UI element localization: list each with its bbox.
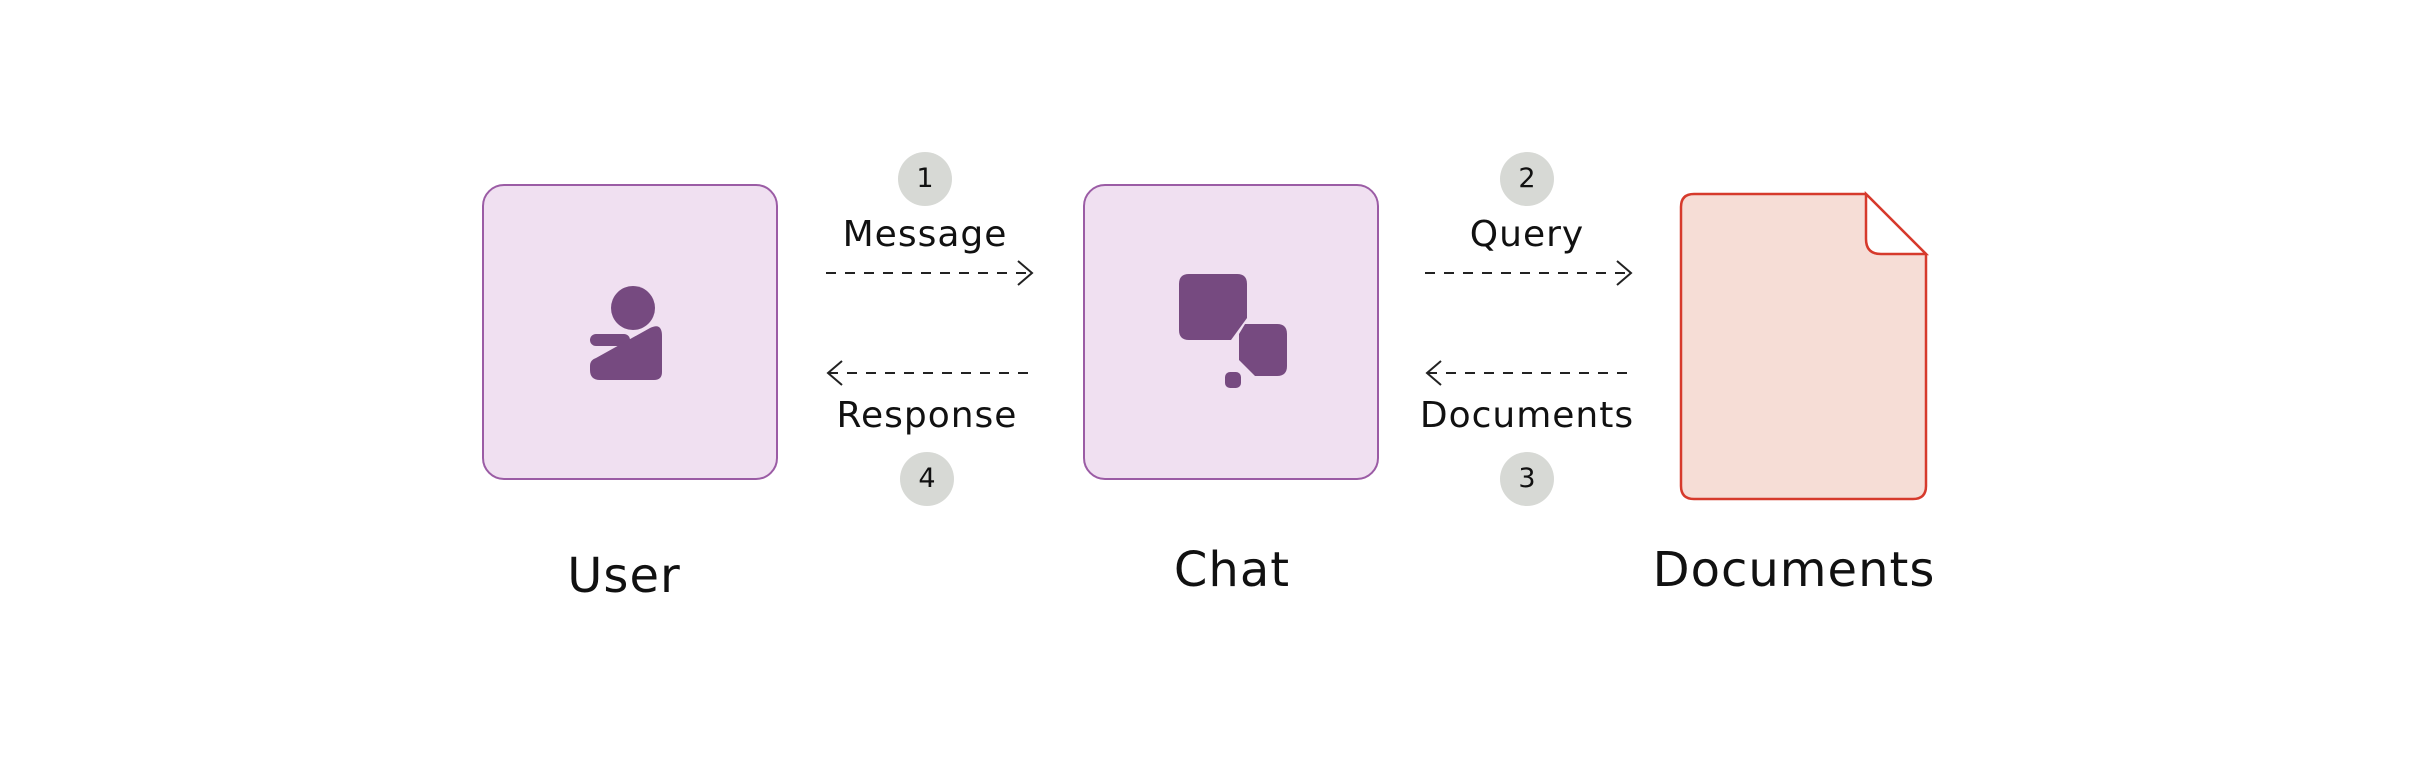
step-badge-2: 2 <box>1500 152 1554 206</box>
response-label: Response <box>836 395 1018 436</box>
documents-label: Documents <box>1652 542 1936 598</box>
user-icon <box>590 286 662 380</box>
message-label: Message <box>842 214 1008 255</box>
message-arrow <box>826 260 1034 286</box>
step-badge-4: 4 <box>900 452 954 506</box>
user-node-box <box>482 184 778 480</box>
document-icon <box>1679 190 1930 501</box>
user-label: User <box>567 548 681 604</box>
query-arrow <box>1425 260 1633 286</box>
chat-bubbles-icon <box>1179 274 1287 388</box>
step-badge-1: 1 <box>898 152 952 206</box>
documents-arrow <box>1425 360 1631 386</box>
chat-node-box <box>1083 184 1379 480</box>
query-label: Query <box>1469 214 1585 255</box>
step-badge-3: 3 <box>1500 452 1554 506</box>
response-arrow <box>826 360 1032 386</box>
chat-label: Chat <box>1173 542 1291 598</box>
documents-flow-label: Documents <box>1419 395 1635 436</box>
